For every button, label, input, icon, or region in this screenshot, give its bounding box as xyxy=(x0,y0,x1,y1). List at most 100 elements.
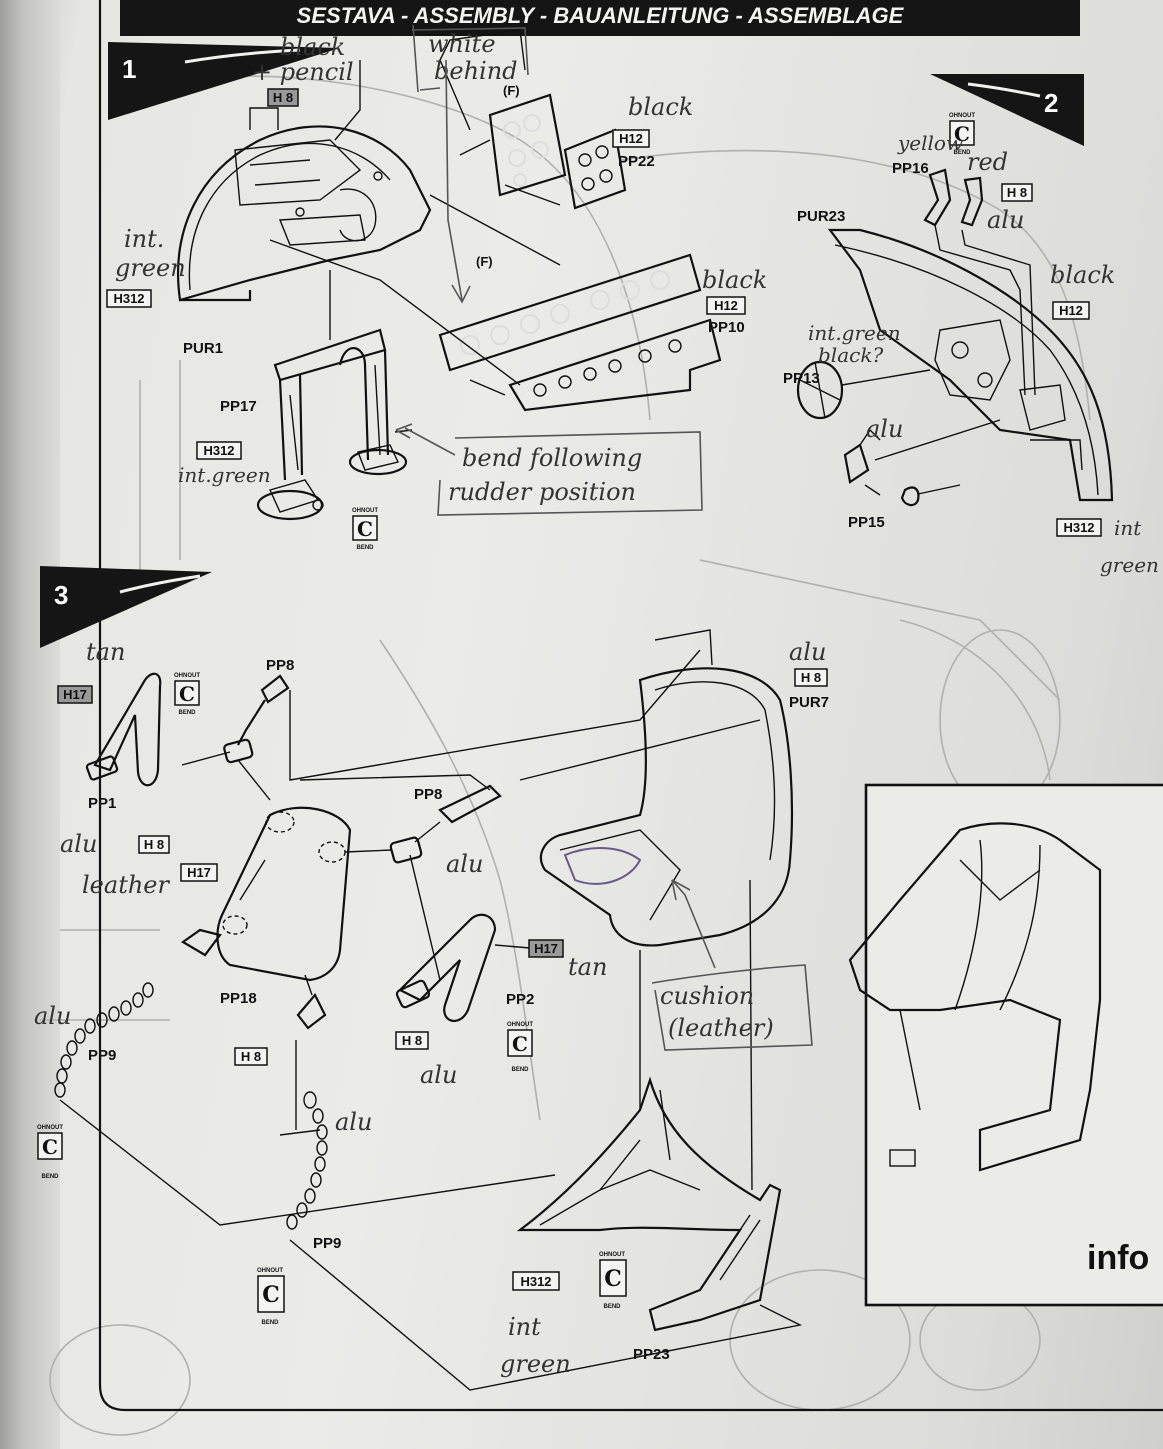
code-box-s3-h8-d: H 8 xyxy=(234,1047,268,1066)
note-white-behind-1: white xyxy=(428,30,496,58)
pp10-panel xyxy=(508,318,722,412)
header-background xyxy=(120,0,1080,36)
svg-text:OHNOUT: OHNOUT xyxy=(37,1125,63,1131)
note-bend-rudder-2: rudder position xyxy=(448,478,636,506)
pp18-cushion xyxy=(216,806,352,982)
label-pp15: PP15 xyxy=(848,514,885,531)
step-3-badge: 3 xyxy=(40,566,212,648)
code-box-s3-h17-c: H17 xyxy=(528,939,564,958)
svg-text:H 8: H 8 xyxy=(801,670,821,685)
svg-text:C: C xyxy=(42,1135,58,1159)
note-alu-leather-1: alu xyxy=(60,830,97,858)
note-int-green-s2b: green xyxy=(1100,553,1159,577)
code-box-s3-h312: H312 xyxy=(512,1271,560,1291)
svg-text:BEND: BEND xyxy=(261,1320,279,1326)
label-f-top: (F) xyxy=(503,83,520,98)
note-alu-pp16: alu xyxy=(987,206,1024,234)
svg-text:C: C xyxy=(262,1282,280,1308)
note-int-green-black-1: int.green xyxy=(808,321,901,345)
label-pur1: PUR1 xyxy=(183,340,223,357)
pp23-seat-frame xyxy=(516,1076,782,1332)
pp10-panel-film xyxy=(438,253,702,372)
svg-text:BEND: BEND xyxy=(511,1067,529,1073)
svg-text:H12: H12 xyxy=(714,298,738,313)
code-box-s3-h17-b: H17 xyxy=(180,863,218,882)
label-pur7: PUR7 xyxy=(789,694,829,711)
note-int-green-black-2: black? xyxy=(818,343,883,367)
svg-text:H 8: H 8 xyxy=(273,90,293,105)
background-ghost-drawing xyxy=(40,75,1091,1436)
note-int-green-pp23b: green xyxy=(500,1350,571,1378)
step-2-badge: 2 xyxy=(930,74,1084,146)
note-red: red xyxy=(967,148,1008,176)
note-black-pur23: black xyxy=(1050,261,1115,289)
svg-text:H312: H312 xyxy=(520,1274,551,1289)
code-box-s1-h8: H 8 xyxy=(267,88,299,107)
header-bar: SESTAVA - ASSEMBLY - BAUANLEITUNG - ASSE… xyxy=(120,0,1080,36)
pp8-strap-top xyxy=(237,674,290,746)
cushion-box xyxy=(651,964,813,1051)
svg-text:H17: H17 xyxy=(187,865,211,880)
code-box-s1-h12-a: H12 xyxy=(612,129,650,148)
white-behind-bracket xyxy=(411,24,529,93)
note-alu-chain: alu xyxy=(335,1108,372,1136)
page-border xyxy=(98,0,1163,1412)
svg-text:OHNOUT: OHNOUT xyxy=(174,673,200,679)
svg-text:OHNOUT: OHNOUT xyxy=(257,1268,283,1274)
pencil-arrow-1 xyxy=(445,59,471,304)
svg-text:C: C xyxy=(357,517,373,541)
info-label: info xyxy=(1087,1239,1149,1277)
note-alu-pp15: alu xyxy=(866,415,903,443)
note-tan-pp2: tan xyxy=(568,953,607,981)
info-seat-assembled xyxy=(848,822,1102,1172)
code-box-s3-h17-a: H17 xyxy=(57,685,93,704)
label-pp23: PP23 xyxy=(633,1346,670,1363)
note-int-green-1a: int. xyxy=(124,225,164,253)
code-box-s2-h312: H312 xyxy=(1056,518,1102,537)
svg-text:H 8: H 8 xyxy=(402,1033,422,1048)
svg-text:H 8: H 8 xyxy=(241,1049,261,1064)
bend-symbol-pp9-bottom: OHNOUT C BEND xyxy=(257,1268,285,1326)
svg-text:BEND: BEND xyxy=(953,150,971,156)
svg-text:C: C xyxy=(512,1032,528,1056)
code-box-s1-h312-a: H312 xyxy=(106,289,152,308)
note-alu-pp8: alu xyxy=(446,850,483,878)
svg-text:H12: H12 xyxy=(619,131,643,146)
note-int-green-pp23a: int xyxy=(508,1313,541,1341)
pp15-pedal xyxy=(843,443,870,484)
code-box-s1-h312-b: H312 xyxy=(196,441,242,460)
pur23-side-panel xyxy=(827,228,1114,502)
note-alu-h8: alu xyxy=(420,1061,457,1089)
pur1-bulkhead xyxy=(177,125,432,302)
note-black-pp10: black xyxy=(702,266,767,294)
label-pp16: PP16 xyxy=(892,160,929,177)
header-title: SESTAVA - ASSEMBLY - BAUANLEITUNG - ASSE… xyxy=(297,3,905,28)
svg-text:C: C xyxy=(604,1266,622,1292)
note-black-pencil-1: black xyxy=(280,33,345,61)
step-1-number: 1 xyxy=(122,54,136,84)
label-pp8-mid: PP8 xyxy=(414,786,442,803)
step-1-badge: 1 xyxy=(108,42,340,120)
note-alu-pp9: alu xyxy=(34,1002,71,1030)
label-pp1: PP1 xyxy=(88,795,116,812)
pp9-chain-left xyxy=(54,982,154,1098)
code-box-s3-h8-a: H 8 xyxy=(138,835,170,854)
bend-symbol-pp9-left: OHNOUT C BEND xyxy=(37,1125,63,1180)
svg-text:H17: H17 xyxy=(534,941,558,956)
note-int-green-s2a: int xyxy=(1114,516,1142,540)
svg-text:H17: H17 xyxy=(63,687,87,702)
page-spine-shadow xyxy=(0,0,60,1449)
svg-text:BEND: BEND xyxy=(178,710,196,716)
svg-text:BEND: BEND xyxy=(603,1304,621,1310)
info-inset-frame xyxy=(864,783,1163,1307)
step-3-number: 3 xyxy=(54,580,68,610)
label-pp10: PP10 xyxy=(708,319,745,336)
svg-text:H312: H312 xyxy=(203,443,234,458)
pp16-lever-red xyxy=(960,176,984,227)
svg-text:H12: H12 xyxy=(1059,303,1083,318)
pp8-strap-mid xyxy=(438,784,502,824)
svg-text:OHNOUT: OHNOUT xyxy=(599,1252,625,1258)
svg-text:C: C xyxy=(954,122,970,146)
note-bend-rudder-1: bend following xyxy=(462,444,642,472)
